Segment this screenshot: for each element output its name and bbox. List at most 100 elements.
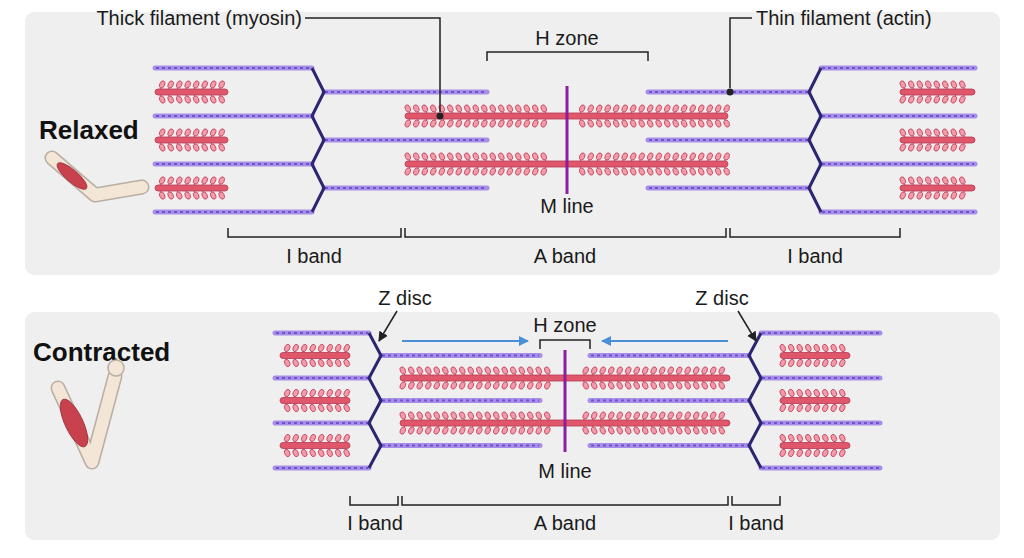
myosin-neck (494, 111, 496, 113)
myosin-neck (404, 373, 406, 375)
myosin-neck (665, 159, 667, 161)
myosin-neck (426, 167, 428, 169)
myosin-head (787, 358, 795, 367)
myosin-neck (818, 404, 820, 406)
myosin-head (283, 358, 291, 367)
arm-skin (52, 158, 142, 195)
myosin-neck (606, 119, 608, 121)
part-label: A band (534, 245, 596, 267)
myosin-head (958, 191, 966, 200)
myosin-head (804, 448, 812, 457)
myosin-head (692, 411, 700, 420)
band-bracket (402, 496, 728, 505)
actin-twist (762, 422, 879, 424)
myosin-neck (597, 111, 599, 113)
myosin-neck (674, 111, 676, 113)
myosin-head (595, 167, 603, 176)
myosin-neck (643, 426, 645, 428)
myosin-head (689, 104, 697, 113)
myosin-neck (345, 396, 347, 398)
myosin-head (472, 119, 480, 128)
motion-arrow (402, 340, 528, 342)
myosin-head (813, 388, 821, 397)
myosin-neck (592, 373, 594, 375)
thin-filament (275, 333, 369, 334)
myosin-head (633, 411, 641, 420)
myosin-head (463, 104, 471, 113)
myosin-head (467, 426, 475, 435)
myosin-neck (677, 426, 679, 428)
myosin-neck (536, 167, 538, 169)
myosin-neck (921, 191, 923, 193)
myosin-head (595, 152, 603, 161)
myosin-neck (438, 426, 440, 428)
myosin-neck (708, 167, 710, 169)
myosin-neck (640, 167, 642, 169)
leader-dot (437, 113, 444, 120)
myosin-neck (640, 119, 642, 121)
myosin-head (317, 358, 325, 367)
myosin-head (899, 176, 907, 185)
myosin-neck (801, 351, 803, 353)
myosin-head (958, 128, 966, 137)
myosin-neck (809, 441, 811, 443)
myosin-neck (463, 381, 465, 383)
myosin-neck (921, 135, 923, 137)
actin-strand (761, 466, 880, 471)
myosin-neck (963, 183, 965, 185)
myosin-neck (540, 426, 542, 428)
myosin-head (650, 411, 658, 420)
myosin-neck (929, 183, 931, 185)
myosin-neck (708, 111, 710, 113)
myosin-neck (177, 87, 179, 89)
myosin-rod (155, 137, 228, 143)
myosin-head (779, 388, 787, 397)
myosin-head (484, 411, 492, 420)
myosin-head (292, 343, 300, 352)
myosin-neck (177, 95, 179, 97)
myosin-head (292, 433, 300, 442)
actin-strand (381, 398, 540, 403)
myosin-head (629, 119, 637, 128)
myosin-neck (601, 373, 603, 375)
myosin-neck (623, 159, 625, 161)
myosin-neck (669, 418, 671, 420)
actin-twist (276, 422, 368, 424)
myosin-head (506, 119, 514, 128)
myosin-neck (963, 87, 965, 89)
myosin-neck (426, 111, 428, 113)
myosin-head (167, 95, 175, 104)
myosin-head (429, 167, 437, 176)
myosin-neck (640, 159, 642, 161)
myosin-neck (904, 135, 906, 137)
myosin-neck (699, 167, 701, 169)
myosin-head (167, 176, 175, 185)
thick-filament (404, 152, 731, 176)
myosin-neck (843, 441, 845, 443)
myosin-neck (519, 111, 521, 113)
myosin-neck (319, 351, 321, 353)
panel-box: Relaxed (25, 12, 1000, 275)
myosin-head (492, 411, 500, 420)
myosin-neck (169, 143, 171, 145)
myosin-head (658, 411, 666, 420)
myosin-head (523, 104, 531, 113)
myosin-head (607, 426, 615, 435)
myosin-head (658, 426, 666, 435)
myosin-neck (703, 426, 705, 428)
myosin-head (300, 388, 308, 397)
myosin-neck (618, 381, 620, 383)
myosin-neck (716, 119, 718, 121)
thin-filament (381, 355, 540, 356)
myosin-neck (609, 381, 611, 383)
myosin-head (638, 104, 646, 113)
band-bracket (405, 228, 726, 237)
myosin-neck (463, 418, 465, 420)
myosin-head (821, 403, 829, 412)
myosin-neck (912, 135, 914, 137)
thin-filament (821, 164, 975, 165)
myosin-head (300, 433, 308, 442)
myosin-head (446, 104, 454, 113)
myosin-head (531, 119, 539, 128)
panel-title: Contracted (33, 338, 170, 367)
